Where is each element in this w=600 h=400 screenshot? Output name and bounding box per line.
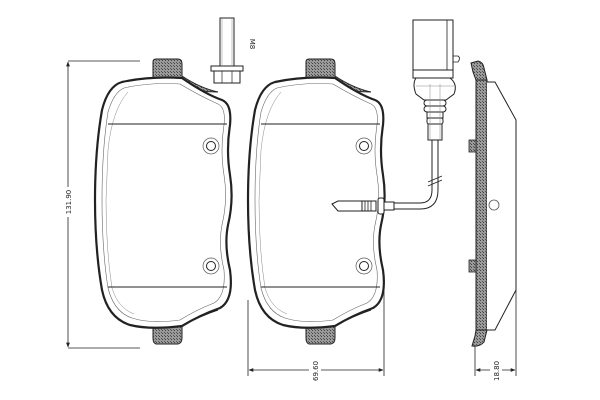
bolt-label: M8: [248, 39, 256, 50]
mounting-bolt: M8: [210, 17, 256, 84]
thickness-dimension: 18.80: [474, 290, 517, 384]
brake-pad-left: [93, 58, 233, 345]
wear-sensor: [331, 19, 460, 215]
width-dimension: 69.60: [247, 280, 385, 384]
width-dimension-label: 69.60: [312, 361, 320, 381]
thickness-dimension-label: 18.80: [493, 361, 501, 381]
rivet-icon: [355, 137, 373, 155]
rivet-icon: [202, 137, 220, 155]
brake-pad-side-profile: [468, 60, 517, 347]
rivet-icon: [355, 257, 373, 275]
height-dimension: 131.90: [63, 60, 140, 349]
rivet-icon: [202, 257, 220, 275]
brake-pad-right: [246, 58, 386, 345]
height-dimension-label: 131.90: [65, 190, 73, 215]
